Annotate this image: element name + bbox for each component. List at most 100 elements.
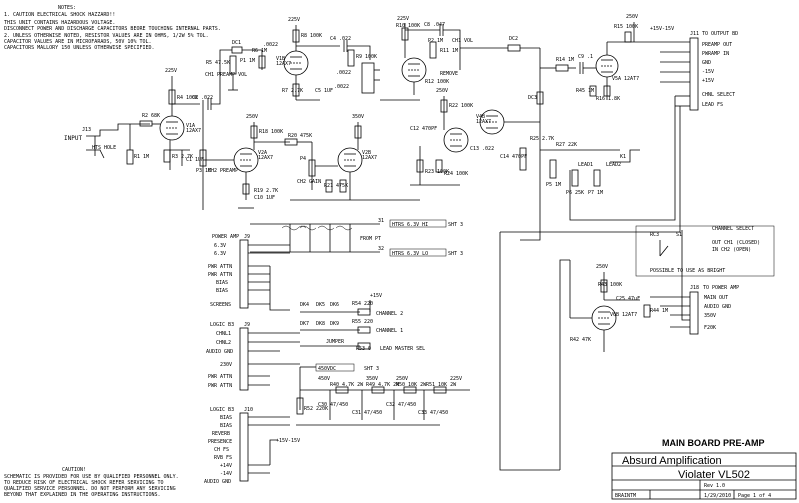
logic-a-ref: J9 — [244, 322, 250, 328]
v350-label: 350V — [352, 114, 364, 120]
tube-type: 12AX7 — [476, 119, 491, 125]
v250-label: 250V — [596, 264, 608, 270]
page-label: Page 1 of 4 — [738, 493, 771, 499]
r27-label: R27 22K — [556, 142, 577, 148]
r55-label: R55 220 — [352, 319, 373, 325]
tube-ref: V1B — [276, 56, 285, 62]
c33-label: C33 47/450 — [418, 410, 448, 416]
channel-select-line2: IN CH2 (OPEN) — [712, 247, 751, 253]
v6-label: V6B 12AT7 — [610, 312, 637, 318]
notes-line: CAPACITORS MALLORY 150 UNLESS OTHERWISE … — [4, 45, 155, 51]
lead2-label: LEAD2 — [606, 162, 621, 168]
s1-label: S1 — [676, 232, 682, 238]
logic-b-title: LOGIC B3 — [210, 407, 234, 413]
c7-label: .0022 — [334, 84, 349, 90]
notes-line: DISCONNECT POWER AND DISCHARGE CAPACITOR… — [4, 26, 221, 32]
power-pin: SCREENS — [210, 302, 231, 308]
v350-label: 350V — [366, 376, 378, 382]
j18-pin: AUDIO GND — [704, 304, 731, 310]
j11-supply: +15V-15V — [650, 26, 674, 32]
r5-label: R5 47.5K — [206, 60, 230, 66]
date-label: 1/29/2010 — [704, 493, 731, 499]
j11-title: TO OUTPUT BD — [702, 31, 738, 37]
power-pin: 6.3V — [214, 243, 226, 249]
j11-pin: +15V — [702, 78, 714, 84]
notes-line: THIS UNIT CONTAINS HAZARDOUS VOLTAGE. — [4, 20, 115, 26]
r24-label: R24 100K — [444, 171, 468, 177]
tube-ref: V1A — [186, 123, 195, 129]
c30-label: C30 47/450 — [318, 402, 348, 408]
c10-label: C10 1UF — [254, 195, 275, 201]
connector-logic-a: LOGIC B3 J9 CHNL1 CHNL2 AUDIO GND 230V P… — [206, 322, 300, 391]
connector-j18: J18 TO POWER AMP MAIN OUT AUDIO GND 350V… — [650, 230, 739, 335]
j11-pin: GND — [702, 60, 711, 66]
ch1-vol-label: CH1 PREAMP VOL — [205, 72, 247, 78]
heater-lo-label: HTRS 6.3V LO — [392, 251, 428, 257]
tube-type: 12AX7 — [362, 155, 377, 161]
power-pin: 6.3V — [214, 251, 226, 257]
tube-v4: V4B 12AX7 250V R22 100K C12 470PF C13 .0… — [410, 88, 540, 186]
bplus-filter: 450V R40 4.7K 2W R49 4.7K 2W R50 10K 2W … — [296, 367, 470, 426]
company-name: Absurd Amplification — [622, 455, 722, 467]
dk6-label: DK6 — [330, 302, 339, 308]
dk9-label: DK9 — [330, 321, 339, 327]
channel1-section: DC1 P1 1M R5 47.5K CH1 PREAMP VOL R6 1M … — [205, 40, 278, 91]
r51-label: R51 10K 2W — [426, 382, 457, 388]
tube-v1a: V1A 12AX7 R4 100K 225V C2 .022 — [159, 49, 232, 141]
dc2-label: DC2 — [509, 36, 518, 42]
channel-select-title: CHANNEL SELECT — [712, 226, 754, 232]
logic-b-pin: AUDIO GND — [204, 479, 231, 485]
heater-hi-label: HTRS 6.3V HI — [392, 222, 428, 228]
r8-label: R8 100K — [301, 33, 322, 39]
j11-pin: -15V — [702, 69, 714, 75]
r7-label: R7 2.7K — [282, 88, 303, 94]
j11-pin: PWRAMP IN — [702, 51, 729, 57]
c12-label: C12 470PF — [410, 126, 437, 132]
tube-type: 12AX7 — [258, 155, 273, 161]
r45-label: R45 1M — [576, 88, 594, 94]
k1-label: K1 — [620, 154, 626, 160]
output-stage: DC2 DC3 R14 1M C9 .1 V5A 12AT7 250V R15 … — [460, 14, 660, 200]
channel-select-note: POSSIBLE TO USE AS BRIGHT — [650, 268, 725, 274]
r12-label: R12 100K — [425, 79, 449, 85]
p7-label: P7 1M — [588, 190, 603, 196]
p3-label: P3 1M — [196, 168, 211, 174]
p1-label: P1 1M — [240, 58, 255, 64]
v225-label: 225V — [450, 376, 462, 382]
dk5-label: DK5 — [316, 302, 325, 308]
tube-type: 12AX7 — [186, 128, 201, 134]
input-jack-ref: J13 — [82, 127, 91, 133]
hts-hole-label: HTS HOLE — [92, 145, 116, 151]
r4-label: R4 100K — [177, 95, 198, 101]
tube-ref: V4B — [476, 114, 485, 120]
v250-label: 250V — [246, 114, 258, 120]
r14-label: R14 1M — [556, 57, 574, 63]
caution-header: CAUTION! — [62, 467, 86, 473]
r42-label: R42 47K — [570, 337, 591, 343]
logic-a-pin: 230V — [220, 362, 232, 368]
lead-master-label: LEAD MASTER SEL — [380, 346, 425, 352]
v225-label: 225V — [288, 17, 300, 23]
r49-label: R49 4.7K 2W — [366, 382, 400, 388]
ch2vol-label: CH2 PREAMP VOL — [208, 168, 250, 174]
channel-select-box: RC3 S1 CHANNEL SELECT OUT CH1 (CLOSED) I… — [635, 225, 775, 277]
v225-label: 225V — [165, 68, 177, 74]
c1-label: C1 1UF — [186, 157, 204, 163]
c5-label: C5 1UF — [315, 88, 333, 94]
c4-label: C4 .022 — [330, 36, 351, 42]
tube-v1b: V1B 12AX7 225V R8 100K R7 2.7K C5 1UF C4… — [276, 17, 380, 101]
r6-label: R6 1M — [252, 48, 267, 54]
power-ref: J9 — [244, 234, 250, 240]
dk4-label: DK4 — [300, 302, 309, 308]
logic-sht-label: SHT 3 — [364, 366, 379, 372]
j11-pin: CHNL SELECT — [702, 92, 735, 98]
p5-label: P5 1M — [546, 182, 561, 188]
r9-label: R9 100K — [356, 54, 377, 60]
logic-a-pin: AUDIO GND — [206, 349, 233, 355]
v225-label: 225V — [397, 16, 409, 22]
power-pin: BIAS — [216, 288, 228, 294]
c3b-label: .0022 — [336, 70, 351, 76]
remove-label: REMOVE — [440, 71, 458, 77]
j11-ref: J11 — [690, 31, 699, 37]
sheet-title: MAIN BOARD PRE-AMP — [662, 438, 765, 448]
